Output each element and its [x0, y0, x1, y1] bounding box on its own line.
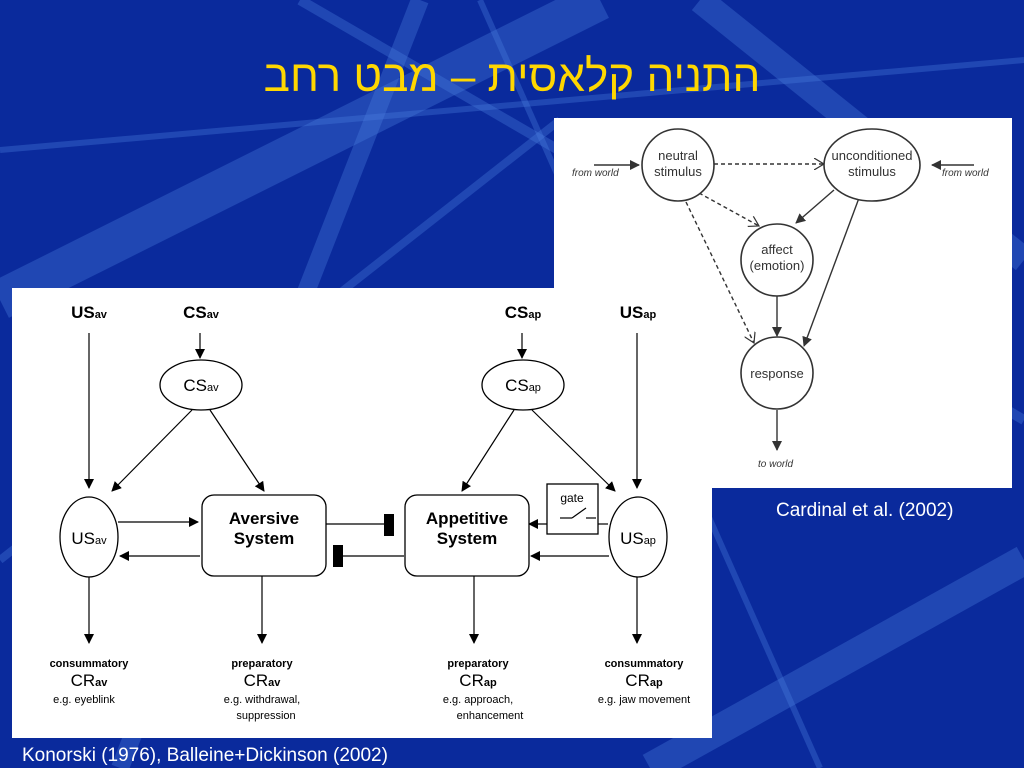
output-2-type: preparatory	[231, 658, 293, 670]
unconditioned-label-2: stimulus	[848, 164, 896, 179]
aversive-system-box	[201, 494, 327, 577]
response-node	[740, 336, 814, 410]
output-2-example-2: suppression	[236, 710, 295, 722]
output-2-example-1: e.g. withdrawal,	[224, 694, 300, 706]
konorski-caption: Konorski (1976), Balleine+Dickinson (200…	[22, 745, 388, 766]
us-ap-top-label: USap	[620, 303, 657, 322]
output-3-example-1: e.g. approach,	[443, 694, 513, 706]
appetitive-system-box	[404, 494, 530, 577]
to-world-label: to world	[758, 459, 793, 470]
inhibition-bar-right	[384, 514, 394, 536]
output-4-type: consummatory	[605, 658, 685, 670]
output-1-cr: CRav	[71, 671, 109, 690]
output-4-example: e.g. jaw movement	[598, 694, 690, 706]
aversive-label-1: Aversive	[229, 509, 299, 528]
cs-ap-node	[481, 359, 565, 411]
appetitive-label-2: System	[437, 529, 497, 548]
output-2-cr: CRav	[244, 671, 282, 690]
us-ap-node	[608, 496, 668, 578]
unconditioned-label-1: unconditioned	[832, 148, 913, 163]
gate-label: gate	[560, 491, 584, 505]
output-1-example: e.g. eyeblink	[53, 694, 115, 706]
affect-label-2: (emotion)	[750, 258, 805, 273]
output-4-cr: CRap	[625, 671, 663, 690]
gate-box	[546, 483, 599, 535]
us-av-top-label: USav	[71, 303, 108, 322]
cs-ap-top-label: CSap	[505, 303, 542, 322]
aversive-label-2: System	[234, 529, 294, 548]
slide-title: התניה קלאסית – מבט רחב	[263, 52, 761, 101]
konorski-diagram-panel: USav CSav CSap USap CSav CSap USav USap …	[12, 288, 712, 738]
unconditioned-stimulus-node	[823, 128, 921, 202]
output-3-example-2: enhancement	[457, 710, 524, 722]
neutral-stimulus-node	[641, 128, 715, 202]
cs-av-node-label: CSav	[183, 376, 219, 395]
us-ap-node-label: USap	[620, 529, 656, 548]
output-1-type: consummatory	[50, 658, 130, 670]
cs-av-top-label: CSav	[183, 303, 220, 322]
cs-ap-node-label: CSap	[505, 376, 541, 395]
konorski-diagram: USav CSav CSap USap CSav CSap USav USap …	[50, 303, 691, 722]
output-3-cr: CRap	[459, 671, 497, 690]
neutral-label-2: stimulus	[654, 164, 702, 179]
cs-av-node	[159, 359, 243, 411]
response-label: response	[750, 366, 803, 381]
cardinal-diagram: neutral stimulus unconditioned stimulus …	[572, 128, 989, 470]
output-3-type: preparatory	[447, 658, 509, 670]
from-world-right-label: from world	[942, 168, 989, 179]
us-av-node-label: USav	[71, 529, 107, 548]
affect-label-1: affect	[761, 242, 793, 257]
inhibition-bar-left	[333, 545, 343, 567]
us-av-node	[59, 496, 119, 578]
cardinal-caption: Cardinal et al. (2002)	[776, 500, 954, 521]
neutral-label-1: neutral	[658, 148, 698, 163]
appetitive-label-1: Appetitive	[426, 509, 508, 528]
from-world-left-label: from world	[572, 168, 619, 179]
affect-node	[740, 223, 814, 297]
